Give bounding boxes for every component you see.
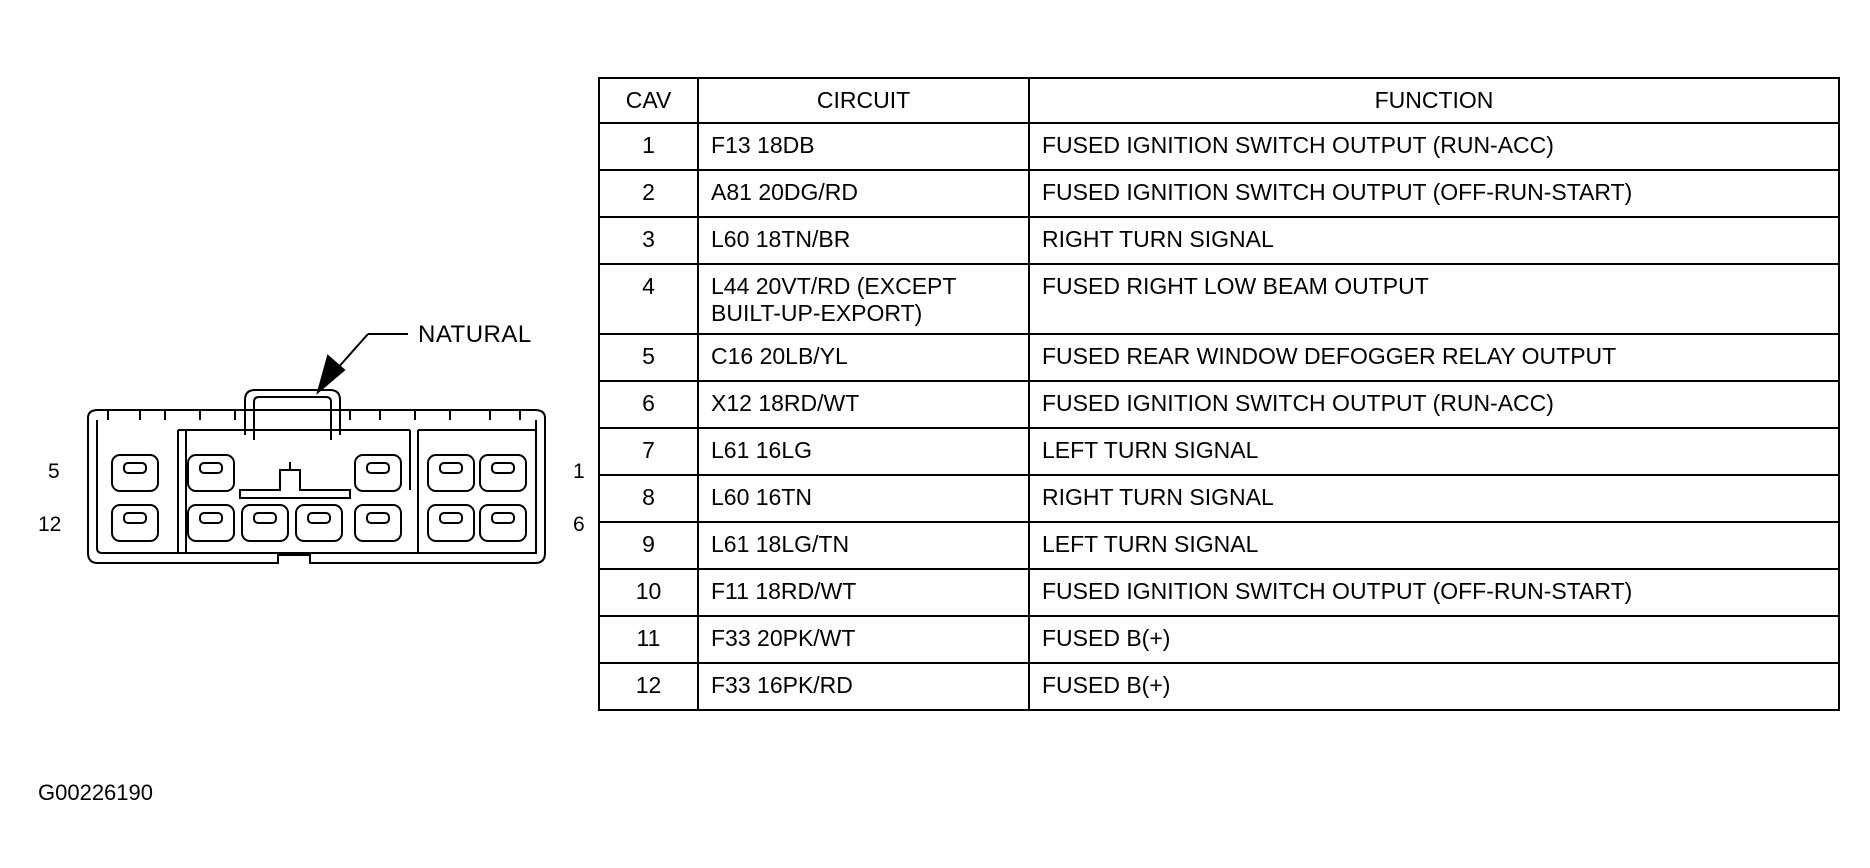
function-cell: FUSED IGNITION SWITCH OUTPUT (RUN-ACC) xyxy=(1028,380,1840,429)
table-row: 8 L60 16TN RIGHT TURN SIGNAL xyxy=(598,474,1840,523)
pin-label-12: 12 xyxy=(38,513,61,536)
table-row: 3 L60 18TN/BR RIGHT TURN SIGNAL xyxy=(598,216,1840,265)
circuit-cell: L44 20VT/RD (EXCEPT BUILT-UP-EXPORT) xyxy=(697,263,1030,335)
circuit-cell: L60 18TN/BR xyxy=(697,216,1030,265)
header-cav: CAV xyxy=(598,77,699,124)
natural-callout-arrow xyxy=(316,333,408,395)
circuit-line-1: L44 20VT/RD (EXCEPT xyxy=(711,273,957,299)
cavity-row-top xyxy=(111,454,527,492)
circuit-cell: A81 20DG/RD xyxy=(697,169,1030,218)
cav-cell: 10 xyxy=(598,568,699,617)
cavity-5 xyxy=(111,454,159,492)
figure-id: G00226190 xyxy=(38,780,153,805)
table-row: 2 A81 20DG/RD FUSED IGNITION SWITCH OUTP… xyxy=(598,169,1840,218)
circuit-cell: F13 18DB xyxy=(697,122,1030,171)
cavity-9 xyxy=(295,504,343,542)
function-cell: FUSED B(+) xyxy=(1028,662,1840,711)
function-cell: LEFT TURN SIGNAL xyxy=(1028,427,1840,476)
cavity-8 xyxy=(354,504,402,542)
pin-label-1: 1 xyxy=(573,460,585,483)
cav-cell: 11 xyxy=(598,615,699,664)
function-cell: RIGHT TURN SIGNAL xyxy=(1028,216,1840,265)
table-row: 11 F33 20PK/WT FUSED B(+) xyxy=(598,615,1840,664)
table-header-row: CAV CIRCUIT FUNCTION xyxy=(598,77,1840,124)
circuit-cell: L61 18LG/TN xyxy=(697,521,1030,570)
connector-body xyxy=(87,409,546,564)
header-circuit: CIRCUIT xyxy=(697,77,1030,124)
cavity-11 xyxy=(187,504,235,542)
table-row: 9 L61 18LG/TN LEFT TURN SIGNAL xyxy=(598,521,1840,570)
cavity-4 xyxy=(187,454,235,492)
natural-label: NATURAL xyxy=(418,321,532,348)
function-cell: FUSED IGNITION SWITCH OUTPUT (OFF-RUN-ST… xyxy=(1028,169,1840,218)
table-row: 12 F33 16PK/RD FUSED B(+) xyxy=(598,662,1840,711)
header-function: FUNCTION xyxy=(1028,77,1840,124)
cavity-12 xyxy=(111,504,159,542)
table-row: 1 F13 18DB FUSED IGNITION SWITCH OUTPUT … xyxy=(598,122,1840,171)
cav-cell: 2 xyxy=(598,169,699,218)
cav-cell: 3 xyxy=(598,216,699,265)
circuit-line-2: BUILT-UP-EXPORT) xyxy=(711,300,923,326)
function-cell: FUSED REAR WINDOW DEFOGGER RELAY OUTPUT xyxy=(1028,333,1840,382)
table-row: 4 L44 20VT/RD (EXCEPT BUILT-UP-EXPORT) F… xyxy=(598,263,1840,335)
cavity-3 xyxy=(354,454,402,492)
cav-cell: 7 xyxy=(598,427,699,476)
circuit-cell: X12 18RD/WT xyxy=(697,380,1030,429)
table-row: 10 F11 18RD/WT FUSED IGNITION SWITCH OUT… xyxy=(598,568,1840,617)
circuit-cell: F33 20PK/WT xyxy=(697,615,1030,664)
circuit-cell: L60 16TN xyxy=(697,474,1030,523)
cavity-7 xyxy=(427,504,475,542)
table-row: 5 C16 20LB/YL FUSED REAR WINDOW DEFOGGER… xyxy=(598,333,1840,382)
circuit-cell: F11 18RD/WT xyxy=(697,568,1030,617)
pinout-table: CAV CIRCUIT FUNCTION 1 F13 18DB FUSED IG… xyxy=(598,77,1840,711)
function-cell: RIGHT TURN SIGNAL xyxy=(1028,474,1840,523)
cavity-1 xyxy=(479,454,527,492)
cav-cell: 9 xyxy=(598,521,699,570)
cavity-row-bottom xyxy=(111,504,527,542)
circuit-cell: F33 16PK/RD xyxy=(697,662,1030,711)
cavity-6 xyxy=(479,504,527,542)
circuit-cell: L61 16LG xyxy=(697,427,1030,476)
table-row: 7 L61 16LG LEFT TURN SIGNAL xyxy=(598,427,1840,476)
cav-cell: 4 xyxy=(598,263,699,335)
pin-label-5: 5 xyxy=(48,460,60,483)
function-cell: FUSED RIGHT LOW BEAM OUTPUT xyxy=(1028,263,1840,335)
cav-cell: 5 xyxy=(598,333,699,382)
cav-cell: 8 xyxy=(598,474,699,523)
circuit-cell: C16 20LB/YL xyxy=(697,333,1030,382)
function-cell: FUSED B(+) xyxy=(1028,615,1840,664)
pin-label-6: 6 xyxy=(573,513,585,536)
connector-diagram: NATURAL 5 12 1 6 xyxy=(0,0,600,640)
function-cell: LEFT TURN SIGNAL xyxy=(1028,521,1840,570)
cav-cell: 12 xyxy=(598,662,699,711)
cav-cell: 1 xyxy=(598,122,699,171)
function-cell: FUSED IGNITION SWITCH OUTPUT (OFF-RUN-ST… xyxy=(1028,568,1840,617)
cavity-10 xyxy=(241,504,289,542)
cav-cell: 6 xyxy=(598,380,699,429)
connector-drawing: NATURAL 5 12 1 6 xyxy=(38,321,585,564)
cavity-2 xyxy=(427,454,475,492)
table-row: 6 X12 18RD/WT FUSED IGNITION SWITCH OUTP… xyxy=(598,380,1840,429)
function-cell: FUSED IGNITION SWITCH OUTPUT (RUN-ACC) xyxy=(1028,122,1840,171)
locking-tab xyxy=(244,389,341,435)
